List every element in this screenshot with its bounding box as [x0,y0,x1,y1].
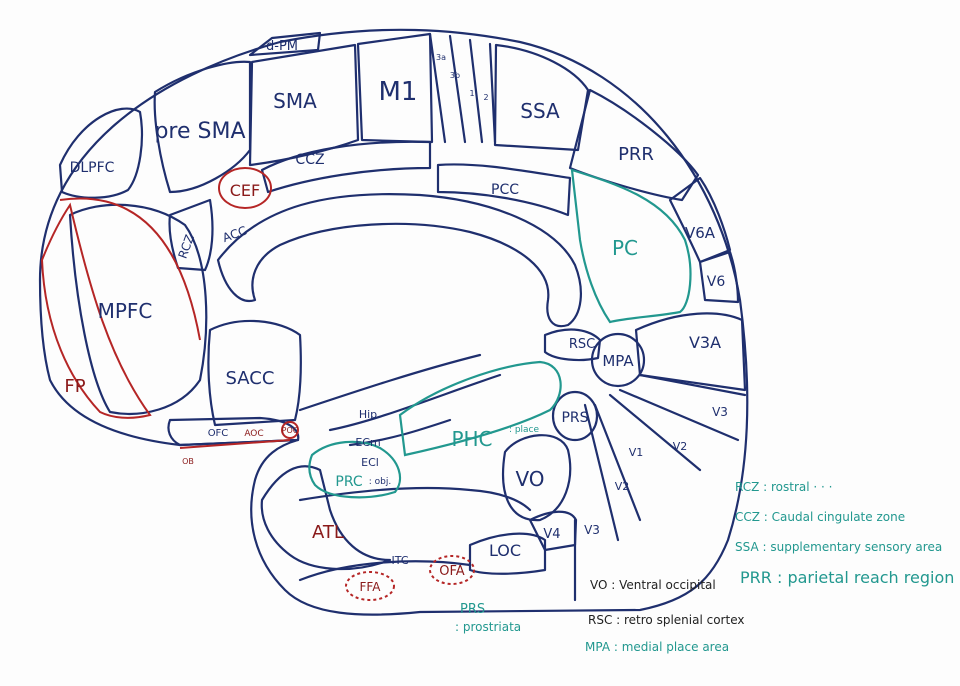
v6a-outline [668,176,732,264]
label-prc: PRC [335,474,362,490]
atl-outline [260,465,392,571]
label-poc: POC [282,426,299,435]
mpfc-red-boundary [59,197,201,341]
corpus-callosum [216,193,582,328]
label-cef: CEF [230,181,260,200]
pc-outline [570,168,692,324]
legend-vo: VO : Ventral occipital [590,578,716,592]
loc-outline [468,532,547,575]
legend-rcz: RCZ : rostral · · · [735,480,833,494]
label-pcc: PCC [491,182,519,198]
itc-boundary [298,560,472,582]
mpfc-outline [68,203,208,415]
label-2: 2 [483,93,488,102]
label-v6: V6 [707,274,726,290]
label-prs: PRS [561,410,588,426]
label-pc: PC [612,236,638,260]
label-ecm: ECm [355,436,380,449]
label-sacc: SACC [226,368,275,389]
label-ssa: SSA [520,99,560,123]
somatosensory-strips [428,32,497,144]
label-v4: V4 [543,527,560,542]
label-mpfc: MPFC [98,299,153,323]
legend-prs-title: PRS [460,602,486,617]
label-sma: SMA [273,89,317,113]
label-phc: PHC [451,427,492,451]
label-3a: 3a [436,53,446,62]
rsc-outline [543,328,602,362]
presma-outline [153,60,252,194]
label-v3-lower: V3 [584,523,600,537]
label-itc: ITC [392,554,409,567]
legend-ssa: SSA : supplementary sensory area [735,540,943,554]
v6-outline [698,250,740,304]
ofc-red-line [179,439,291,449]
label-v3-upper: V3 [712,405,728,419]
ofa-circle [429,555,475,585]
dpm-outline [248,31,322,57]
legend-prr: PRR : parietal reach region [740,568,955,587]
label-hip: Hip [359,408,377,421]
label-atl: ATL [312,522,344,543]
label-ccz: CCZ [295,152,324,168]
legend-ccz: CCZ : Caudal cingulate zone [735,510,906,524]
legend-mpa: MPA : medial place area [585,640,730,654]
vo-outline [501,434,572,522]
m1-outline [356,32,434,144]
label-vo: VO [515,467,544,491]
ffa-circle [345,571,395,601]
label-aoc: AOC [244,429,263,439]
label-rsc: RSC [569,337,595,352]
ventral-boundary [298,486,532,512]
label-dlpfc: DLPFC [70,160,115,176]
cef-outline [218,167,272,209]
phc-outline [398,360,562,457]
poc-circle [281,421,299,439]
mpa-outline [590,332,646,388]
label-ofc: OFC [208,428,229,439]
prc-outline [308,440,402,499]
sma-outline [248,43,360,167]
label-v3a: V3A [689,333,721,352]
label-v2-lower: V2 [615,480,630,493]
v3a-outline [634,312,747,392]
label-v6a: V6A [685,224,716,242]
label-dpm: d-PM [266,39,298,54]
label-prc-note: : obj. [369,477,391,487]
label-mpa: MPA [602,352,634,370]
label-ecl: ECl [361,456,379,469]
label-ob: OB [182,457,194,466]
fp-outline [40,202,152,419]
label-prr: PRR [618,144,654,165]
label-3b: 3b [450,71,460,80]
pcc-outline [436,163,572,217]
label-rcz: RCZ [176,233,197,261]
occipital-sector-lines [583,373,747,542]
legend-prs-def: : prostriata [455,620,522,634]
label-fp: FP [64,376,85,397]
dlpfc-outline [58,107,143,199]
label-m1: M1 [379,77,418,107]
prs-outline [551,390,599,442]
ofc-outline [167,416,300,447]
ccz-outline [260,140,432,194]
label-v2-upper: V2 [673,440,688,453]
label-1: 1 [469,89,474,98]
label-loc: LOC [489,541,521,560]
label-ffa: FFA [360,580,382,594]
label-phc-note: : place [509,425,540,435]
label-v1: V1 [629,446,644,459]
label-presma: pre SMA [154,119,245,144]
legend-rsc: RSC : retro splenial cortex [588,613,745,627]
label-ofa: OFA [439,564,465,579]
rcz-outline [168,198,214,272]
sacc-outline [207,319,302,427]
